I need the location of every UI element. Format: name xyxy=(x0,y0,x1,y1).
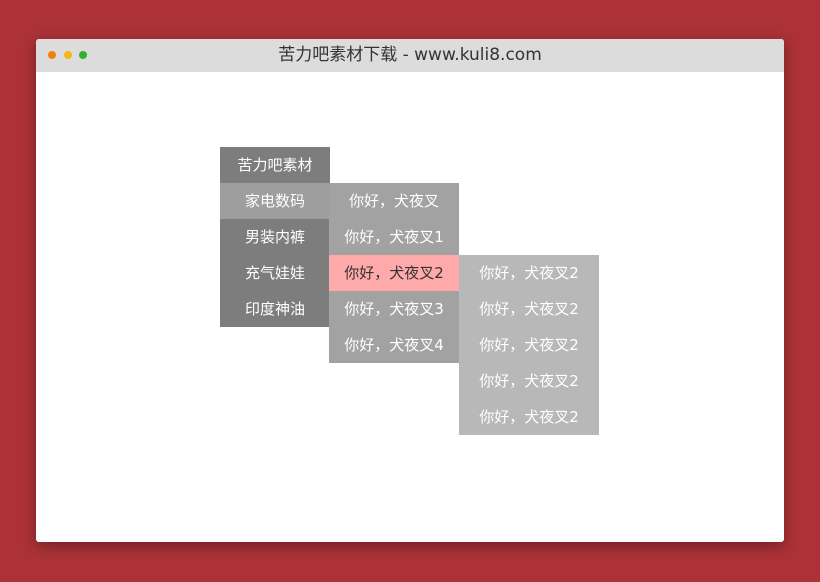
menu-item-level1[interactable]: 苦力吧素材 xyxy=(220,147,330,183)
submenu-item-level3[interactable]: 你好，犬夜叉2 xyxy=(459,291,599,327)
submenu-item-level2[interactable]: 你好，犬夜叉3 xyxy=(329,291,459,327)
minimize-dot-icon[interactable] xyxy=(64,51,72,59)
submenu-item-level3[interactable]: 你好，犬夜叉2 xyxy=(459,255,599,291)
title-bar: 苦力吧素材下载 - www.kuli8.com xyxy=(36,39,784,72)
submenu-item-level2[interactable]: 你好，犬夜叉1 xyxy=(329,219,459,255)
submenu-item-level2-active[interactable]: 你好，犬夜叉2 xyxy=(329,255,459,291)
menu-item-level1-active[interactable]: 家电数码 xyxy=(220,183,330,219)
menu-item-level1[interactable]: 印度神油 xyxy=(220,291,330,327)
submenu-item-level2[interactable]: 你好，犬夜叉 xyxy=(329,183,459,219)
submenu-item-level2[interactable]: 你好，犬夜叉4 xyxy=(329,327,459,363)
close-dot-icon[interactable] xyxy=(48,51,56,59)
submenu-item-level3[interactable]: 你好，犬夜叉2 xyxy=(459,327,599,363)
menu-item-level1[interactable]: 男装内裤 xyxy=(220,219,330,255)
window-title: 苦力吧素材下载 - www.kuli8.com xyxy=(278,45,542,65)
maximize-dot-icon[interactable] xyxy=(79,51,87,59)
submenu-item-level3[interactable]: 你好，犬夜叉2 xyxy=(459,399,599,435)
menu-item-level1[interactable]: 充气娃娃 xyxy=(220,255,330,291)
browser-window: 苦力吧素材下载 - www.kuli8.com 苦力吧素材 家电数码 男装内裤 … xyxy=(36,39,784,542)
submenu-item-level3[interactable]: 你好，犬夜叉2 xyxy=(459,363,599,399)
